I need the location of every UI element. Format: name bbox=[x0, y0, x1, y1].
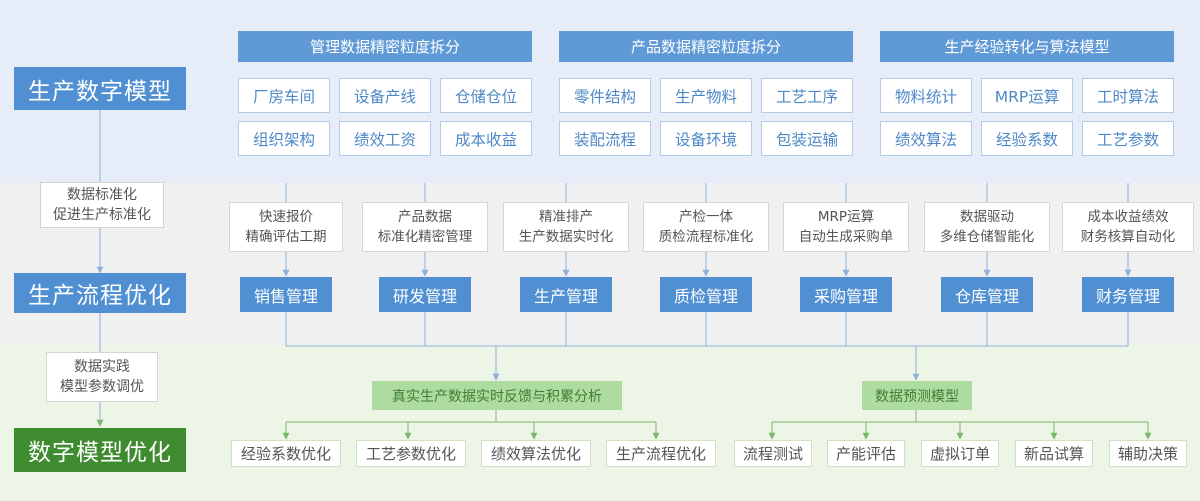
process-description: 产检一体 质检流程标准化 bbox=[643, 202, 769, 252]
model-item: 绩效算法 bbox=[880, 121, 972, 156]
model-item: 成本收益 bbox=[440, 121, 532, 156]
model-item: 工时算法 bbox=[1082, 78, 1174, 113]
model-item: 仓储仓位 bbox=[440, 78, 532, 113]
module-warehouse: 仓库管理 bbox=[941, 277, 1033, 312]
module-production: 生产管理 bbox=[520, 277, 612, 312]
model-item: MRP运算 bbox=[981, 78, 1073, 113]
stage-digital-model: 生产数字模型 bbox=[14, 67, 186, 110]
model-item: 绩效工资 bbox=[339, 121, 431, 156]
band-model-optimization bbox=[0, 345, 1200, 501]
prediction-item: 新品试算 bbox=[1015, 440, 1093, 467]
model-item: 设备产线 bbox=[339, 78, 431, 113]
module-quality: 质检管理 bbox=[660, 277, 752, 312]
model-item: 组织架构 bbox=[238, 121, 330, 156]
model-item: 包装运输 bbox=[761, 121, 853, 156]
model-item: 零件结构 bbox=[559, 78, 651, 113]
feedback-analysis-bar: 真实生产数据实时反馈与积累分析 bbox=[372, 381, 622, 410]
model-item: 设备环境 bbox=[660, 121, 752, 156]
note-practice: 数据实践 模型参数调优 bbox=[46, 352, 158, 402]
model-item: 经验系数 bbox=[981, 121, 1073, 156]
prediction-item: 产能评估 bbox=[827, 440, 905, 467]
process-description: MRP运算 自动生成采购单 bbox=[783, 202, 909, 252]
process-description: 快速报价 精确评估工期 bbox=[229, 202, 343, 252]
module-rnd: 研发管理 bbox=[379, 277, 471, 312]
model-column-header-product: 产品数据精密粒度拆分 bbox=[559, 31, 853, 62]
model-item: 工艺工序 bbox=[761, 78, 853, 113]
module-finance: 财务管理 bbox=[1082, 277, 1174, 312]
prediction-item: 虚拟订单 bbox=[921, 440, 999, 467]
process-description: 成本收益绩效 财务核算自动化 bbox=[1062, 202, 1194, 252]
optimization-item: 工艺参数优化 bbox=[356, 440, 466, 467]
model-item: 生产物料 bbox=[660, 78, 752, 113]
process-description: 数据驱动 多维仓储智能化 bbox=[924, 202, 1050, 252]
optimization-item: 绩效算法优化 bbox=[481, 440, 591, 467]
prediction-model-bar: 数据预测模型 bbox=[862, 381, 972, 410]
optimization-item: 生产流程优化 bbox=[606, 440, 716, 467]
module-purchasing: 采购管理 bbox=[800, 277, 892, 312]
process-description: 精准排产 生产数据实时化 bbox=[503, 202, 629, 252]
process-description: 产品数据 标准化精密管理 bbox=[362, 202, 488, 252]
model-column-header-management: 管理数据精密粒度拆分 bbox=[238, 31, 532, 62]
model-item: 厂房车间 bbox=[238, 78, 330, 113]
stage-process-optimization: 生产流程优化 bbox=[14, 273, 186, 313]
module-sales: 销售管理 bbox=[240, 277, 332, 312]
prediction-item: 流程测试 bbox=[734, 440, 812, 467]
note-standardization: 数据标准化 促进生产标准化 bbox=[40, 182, 164, 228]
model-column-header-algorithm: 生产经验转化与算法模型 bbox=[880, 31, 1174, 62]
prediction-item: 辅助决策 bbox=[1109, 440, 1187, 467]
optimization-item: 经验系数优化 bbox=[231, 440, 341, 467]
stage-model-optimization: 数字模型优化 bbox=[14, 428, 186, 472]
model-item: 工艺参数 bbox=[1082, 121, 1174, 156]
model-item: 装配流程 bbox=[559, 121, 651, 156]
model-item: 物料统计 bbox=[880, 78, 972, 113]
